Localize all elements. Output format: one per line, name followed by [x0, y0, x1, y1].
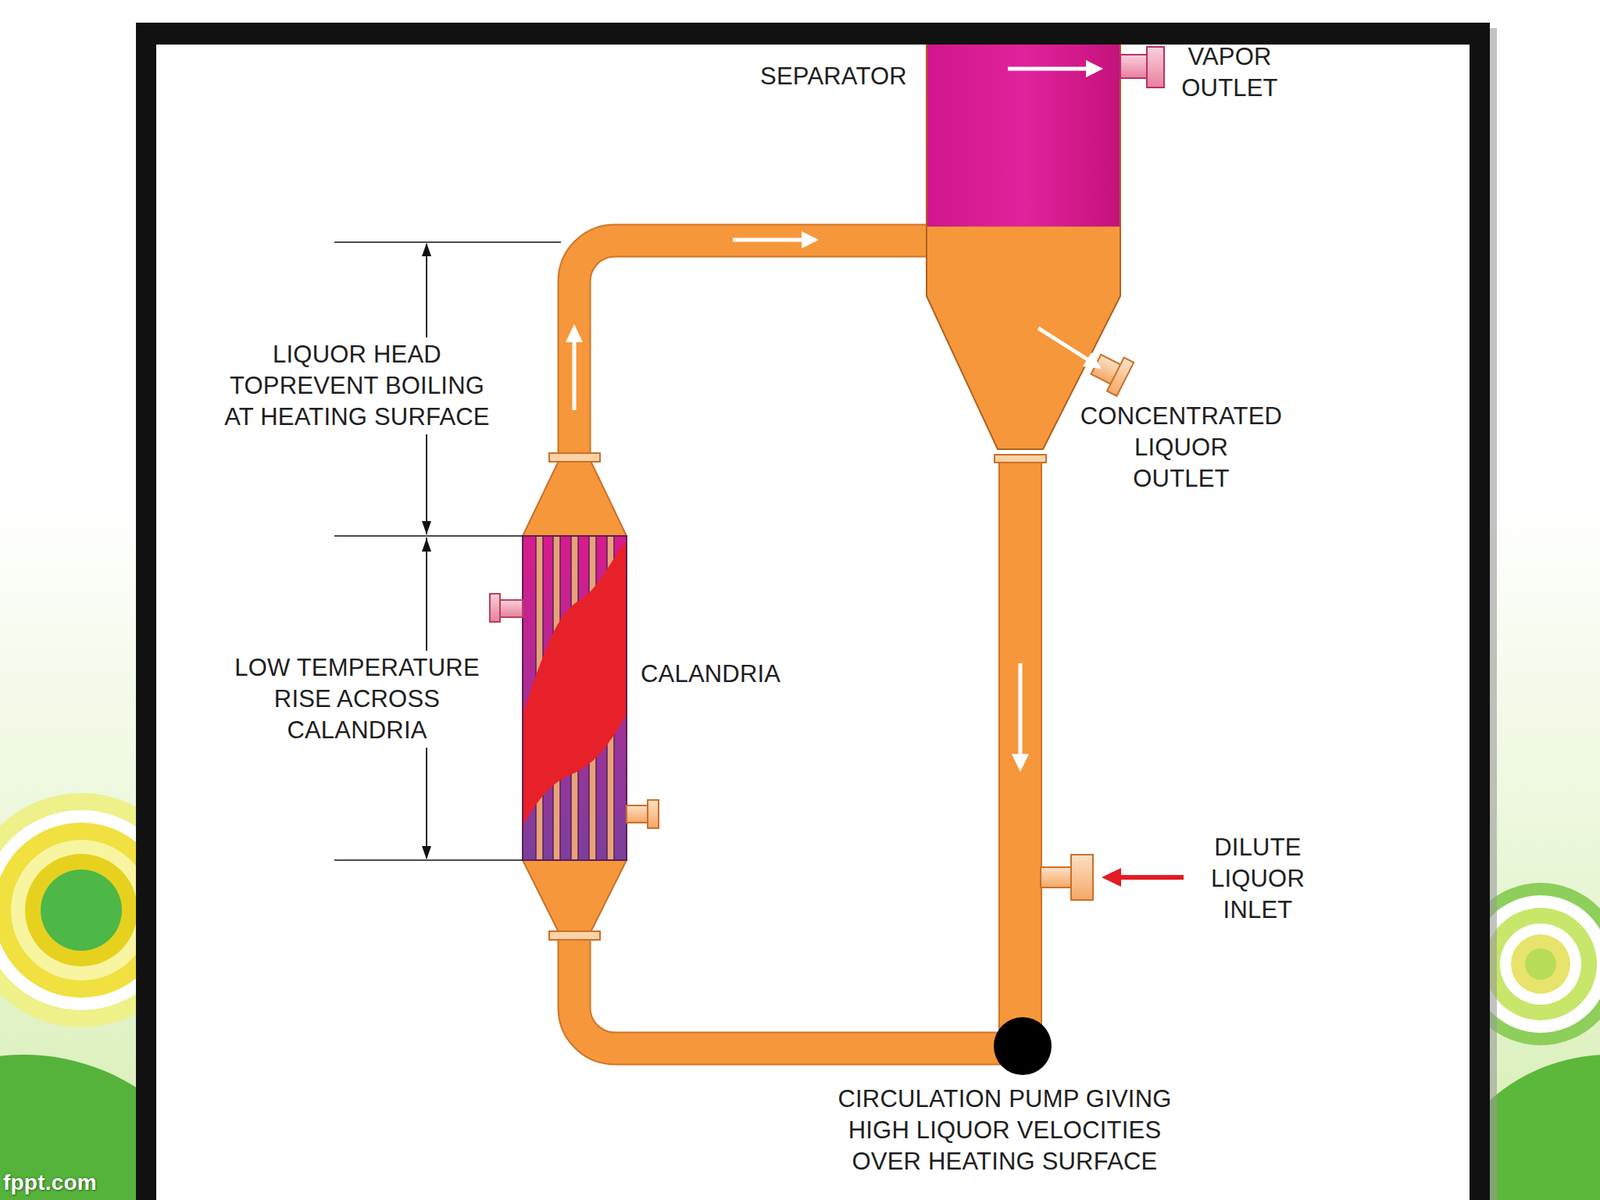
watermark: fppt.com [3, 1170, 97, 1196]
part-label: CALANDRIA [640, 658, 781, 690]
pump-label: CIRCULATION PUMP GIVING HIGH LIQUOR VELO… [837, 1083, 1172, 1178]
part-label: SEPARATOR [760, 60, 908, 93]
outlet-label: CONCENTRATED LIQUOR OUTLET [1080, 400, 1283, 495]
dimension-label: LIQUOR HEAD TOPREVENT BOILING AT HEATING… [219, 337, 494, 435]
inlet-label: DILUTE LIQUOR INLET [1210, 832, 1305, 926]
dimension-label: LOW TEMPERATURE RISE ACROSS CALANDRIA [229, 650, 485, 748]
outlet-label: VAPOR OUTLET [1181, 41, 1279, 104]
